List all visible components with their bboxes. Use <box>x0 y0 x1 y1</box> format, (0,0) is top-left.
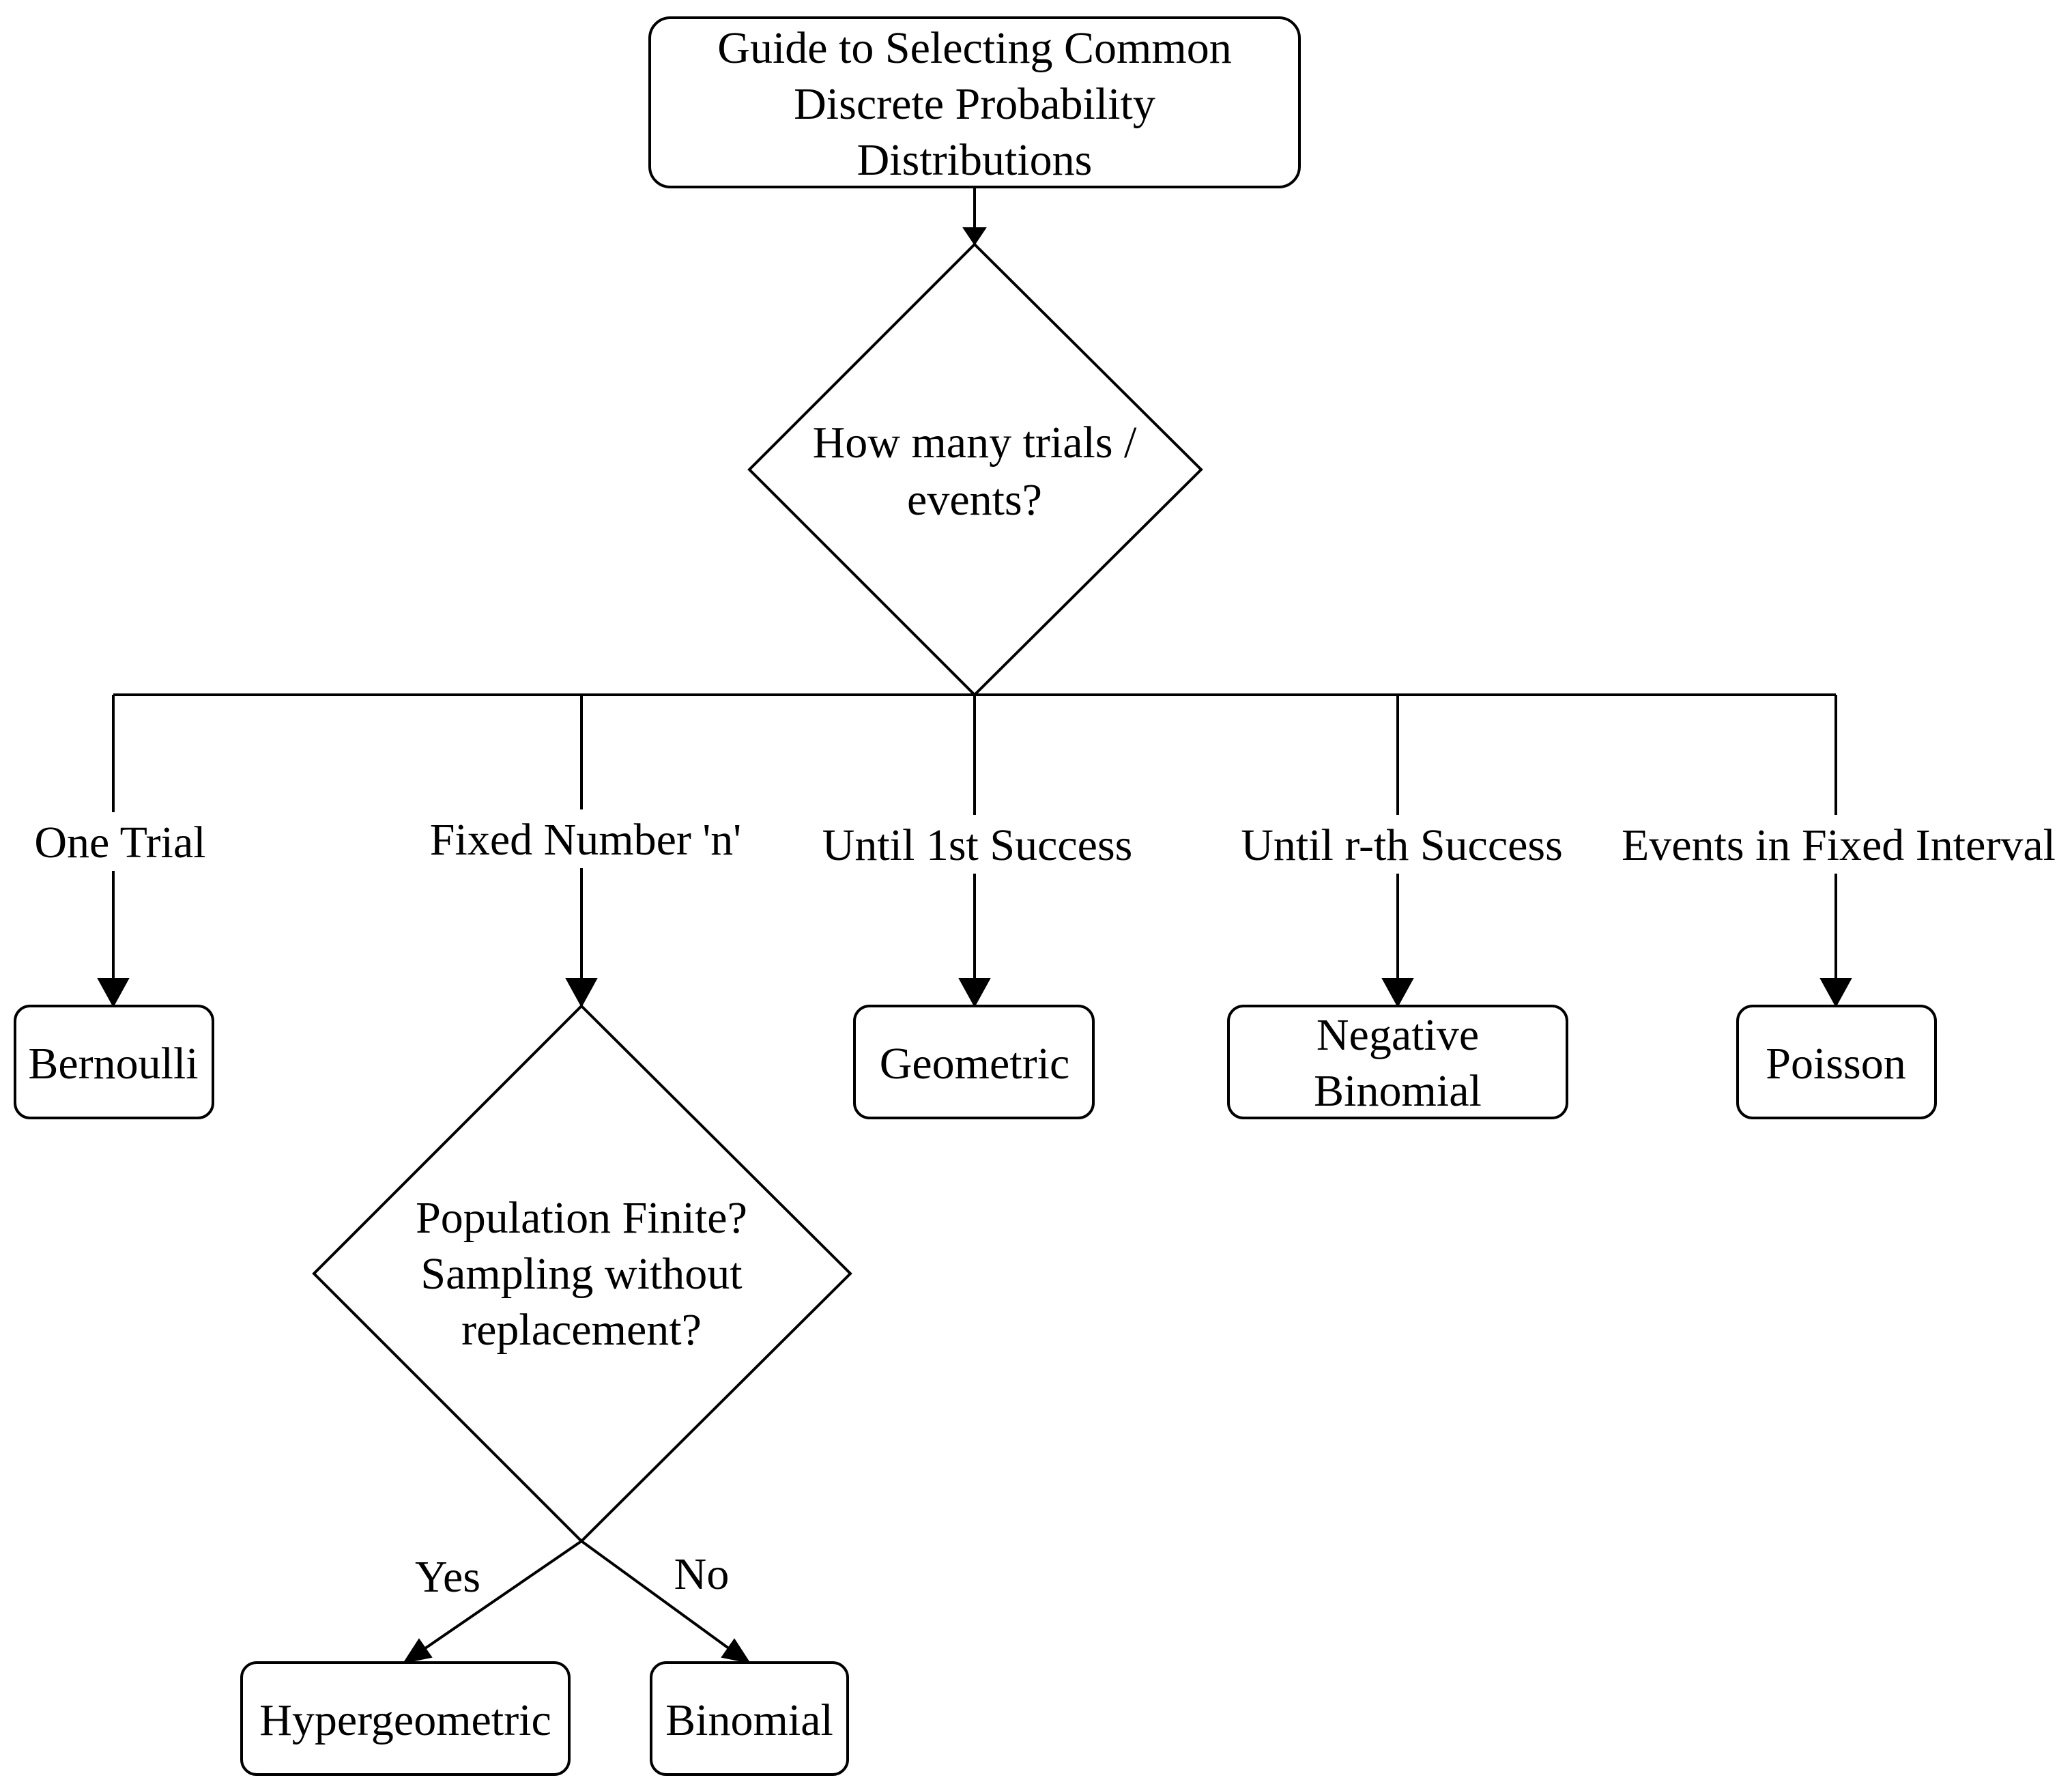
poisson-box <box>1736 1005 1937 1119</box>
branch-label-fixed-interval: Events in Fixed Interval <box>1622 820 2056 870</box>
arrowhead-icon <box>1819 978 1852 1008</box>
edge-labels: One Trial Fixed Number 'n' Until 1st Suc… <box>25 809 2068 1602</box>
branch-label-until-rth-success: Until r-th Success <box>1241 820 1563 870</box>
arrowhead-icon <box>402 1638 433 1664</box>
arrowhead-icon <box>958 978 991 1008</box>
arrowhead-icon <box>721 1638 751 1664</box>
negative-binomial-line-1: Negative <box>1316 1010 1479 1060</box>
arrowhead-icon <box>1381 978 1414 1008</box>
arrowhead-icon <box>97 978 130 1008</box>
bernoulli-box <box>14 1005 214 1119</box>
trials-decision-diamond <box>747 242 1203 697</box>
branch-label-until-first-success: Until 1st Success <box>822 820 1133 870</box>
geometric-box <box>853 1005 1095 1119</box>
negative-binomial-line-2: Binomial <box>1314 1066 1482 1116</box>
hypergeometric-box <box>240 1661 571 1776</box>
title-line-3: Distributions <box>857 135 1093 185</box>
arrowhead-icon <box>565 978 598 1008</box>
binomial-label: Binomial <box>665 1695 833 1745</box>
negative-binomial-box <box>1227 1005 1568 1119</box>
hypergeometric-label: Hypergeometric <box>259 1695 551 1745</box>
bernoulli-label: Bernoulli <box>28 1039 198 1089</box>
population-decision-line-1: Population Finite? <box>416 1193 747 1243</box>
edge-yes <box>415 1540 583 1656</box>
branch-label-fixed-n: Fixed Number 'n' <box>430 815 741 865</box>
poisson-label: Poisson <box>1766 1039 1905 1089</box>
edge-no <box>580 1540 738 1656</box>
trials-decision-line-1: How many trials / <box>813 418 1137 468</box>
title-box <box>648 16 1301 188</box>
trials-decision-line-2: events? <box>907 475 1042 525</box>
title-line-2: Discrete Probability <box>794 79 1155 129</box>
branch-label-one-trial: One Trial <box>34 818 205 867</box>
population-decision-line-3: replacement? <box>461 1305 702 1355</box>
binomial-box <box>650 1661 849 1776</box>
population-decision-diamond <box>312 1004 852 1543</box>
answer-label-yes: Yes <box>415 1552 480 1602</box>
title-line-1: Guide to Selecting Common <box>717 23 1231 73</box>
geometric-label: Geometric <box>880 1039 1070 1089</box>
nodes: Guide to Selecting Common Discrete Proba… <box>14 16 1937 1776</box>
population-decision-line-2: Sampling without <box>420 1249 742 1299</box>
answer-label-no: No <box>674 1549 730 1599</box>
arrowhead-icon <box>962 227 987 246</box>
